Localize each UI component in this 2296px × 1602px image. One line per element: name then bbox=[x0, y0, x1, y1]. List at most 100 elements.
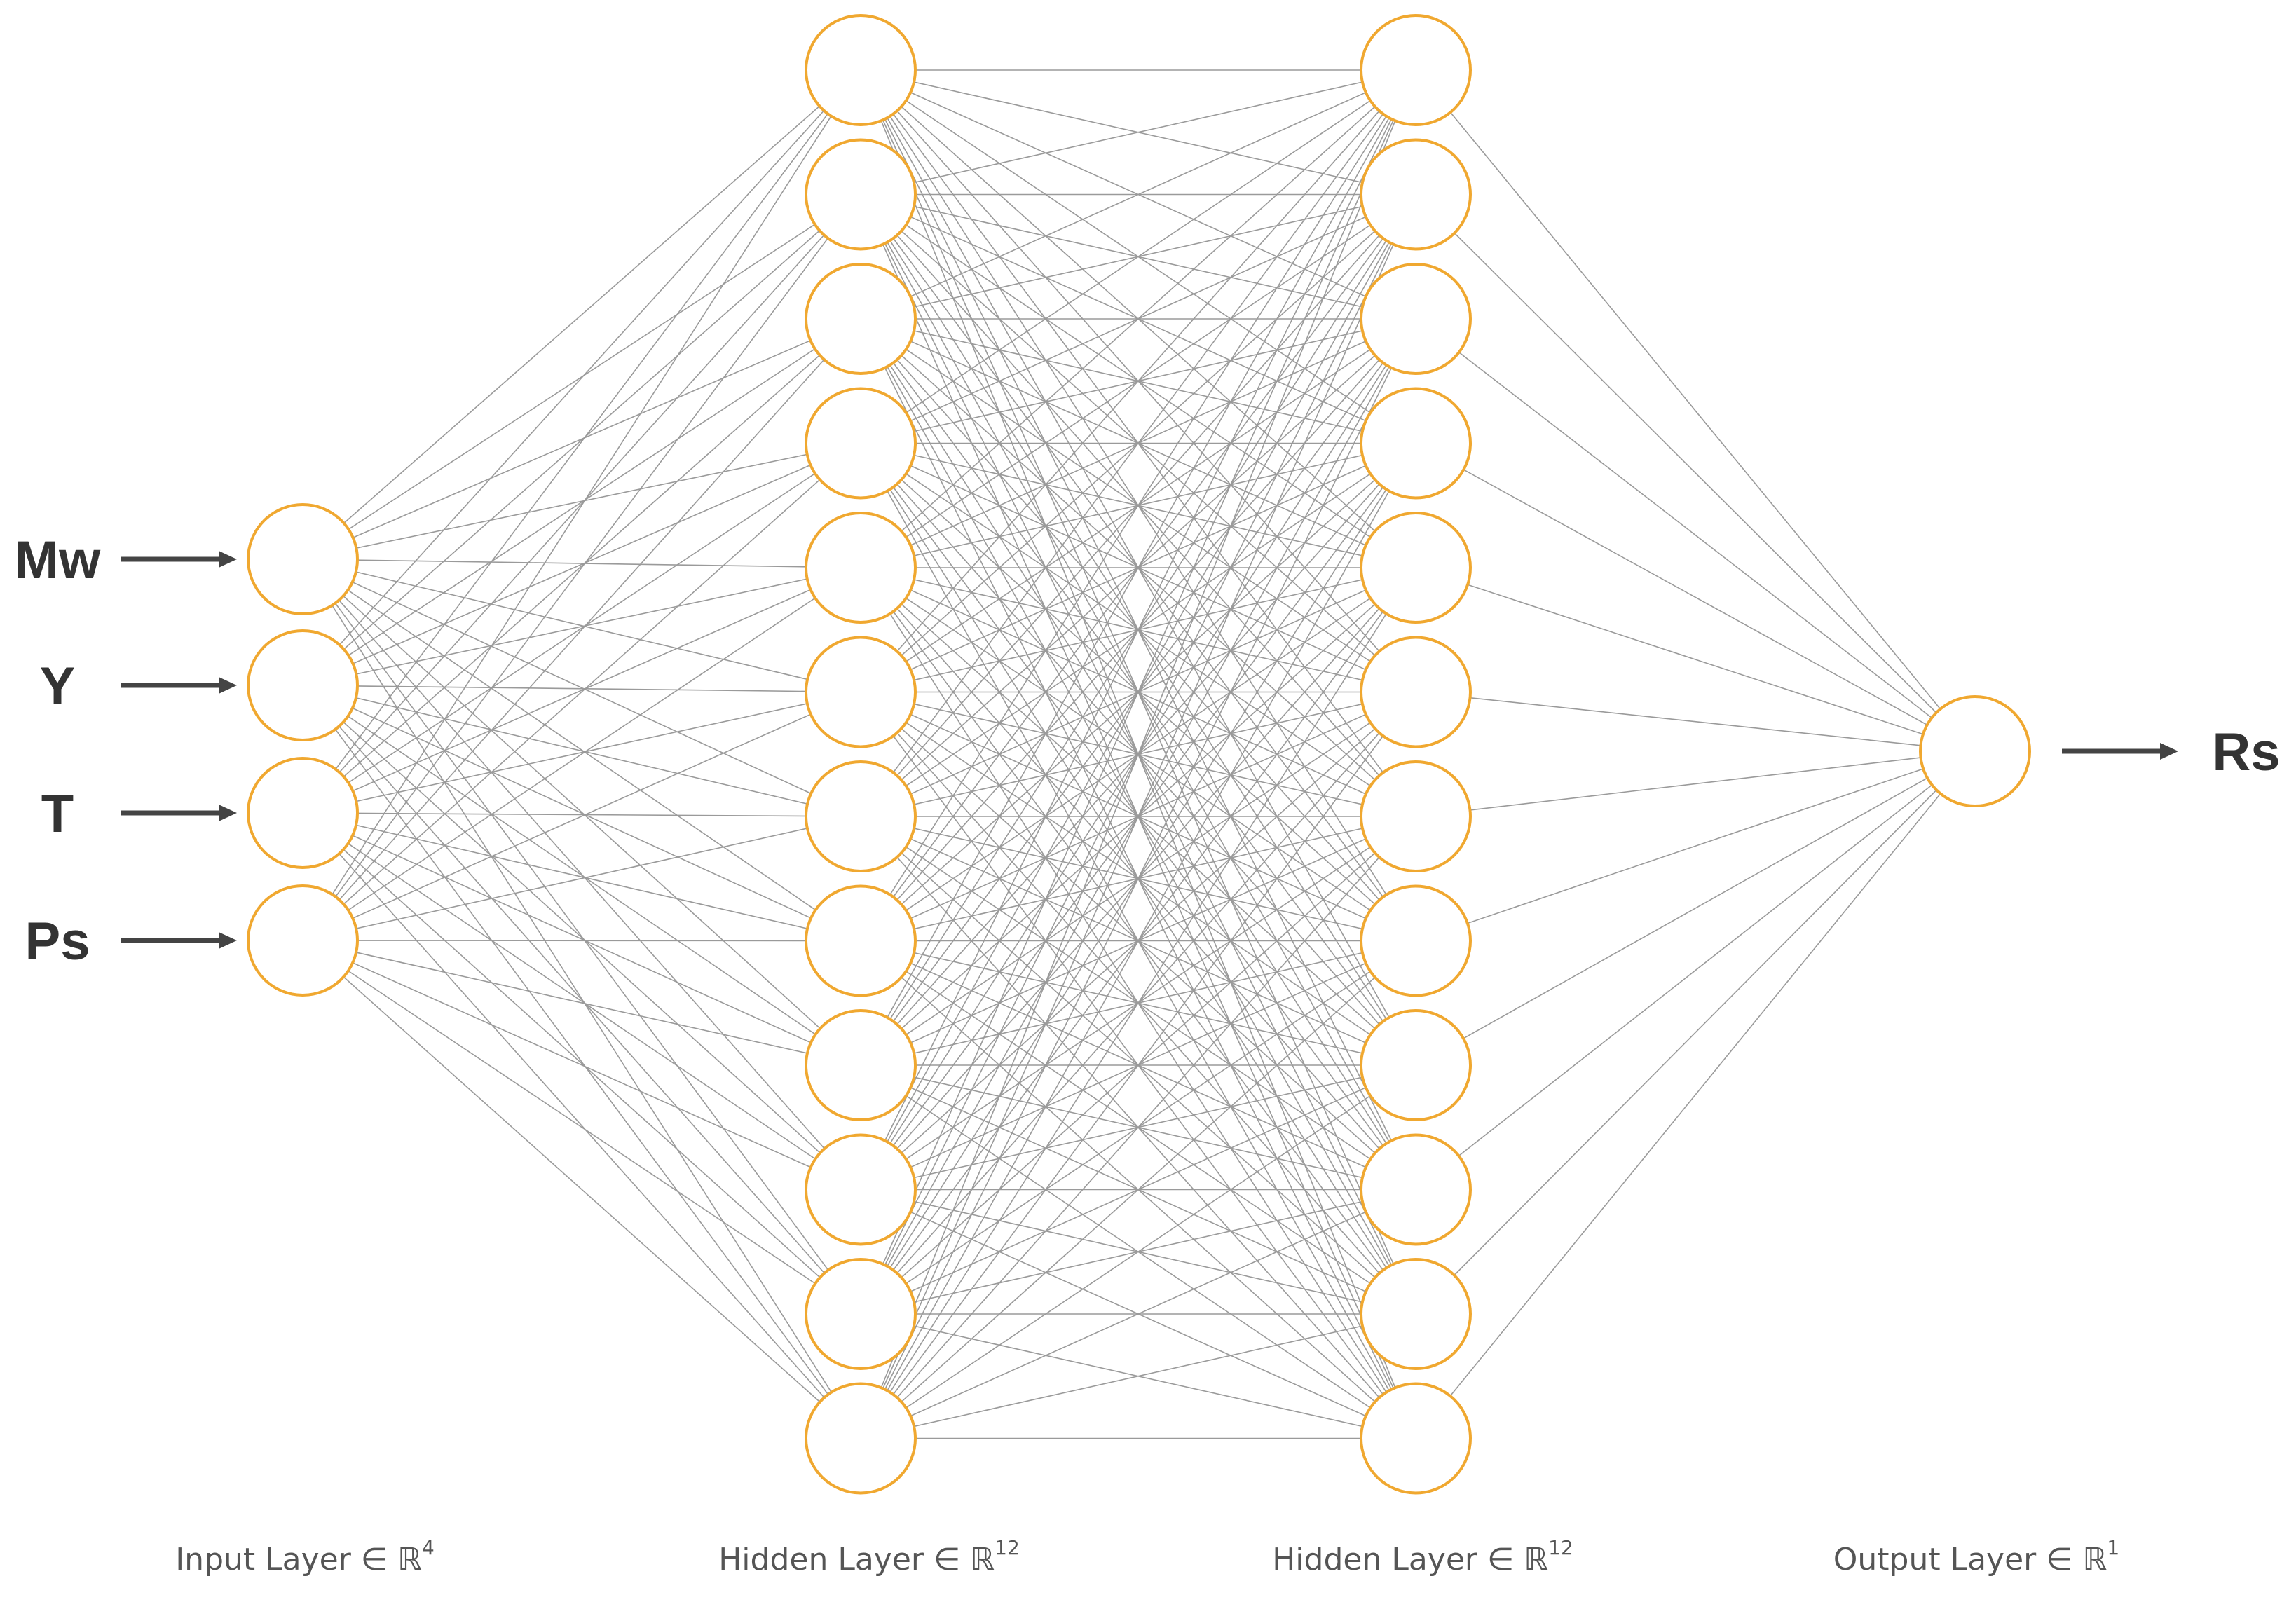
edge-input-2-to-hidden-1-6 bbox=[302, 812, 861, 817]
neuron-hidden-1-10 bbox=[805, 1258, 917, 1370]
edge-hidden-2-3-to-output-0 bbox=[1415, 442, 1976, 752]
input-label-2: T bbox=[41, 784, 74, 844]
output-0-arrowhead bbox=[2160, 743, 2178, 760]
edge-input-1-to-hidden-1-11 bbox=[302, 685, 861, 1439]
neuron-hidden-1-2 bbox=[805, 263, 917, 375]
edge-hidden-1-11-to-hidden-2-9 bbox=[860, 1189, 1416, 1439]
edge-input-1-to-hidden-1-5 bbox=[302, 685, 861, 693]
neuron-hidden-2-4 bbox=[1360, 512, 1472, 624]
neuron-hidden-2-7 bbox=[1360, 884, 1472, 997]
neuron-hidden-2-8 bbox=[1360, 1009, 1472, 1121]
edge-input-3-to-hidden-1-6 bbox=[302, 816, 861, 941]
edge-hidden-2-10-to-output-0 bbox=[1415, 751, 1976, 1315]
edge-input-1-to-hidden-1-0 bbox=[302, 69, 861, 686]
edge-hidden-2-8-to-output-0 bbox=[1415, 751, 1976, 1066]
neuron-input-1 bbox=[247, 629, 359, 741]
edge-hidden-2-7-to-output-0 bbox=[1415, 751, 1976, 942]
edge-hidden-1-11-to-hidden-2-1 bbox=[860, 194, 1416, 1439]
edge-input-2-to-hidden-1-3 bbox=[302, 442, 861, 814]
edge-hidden-2-5-to-output-0 bbox=[1415, 691, 1976, 752]
neuron-hidden-2-0 bbox=[1360, 14, 1472, 126]
edge-input-2-to-hidden-1-0 bbox=[302, 69, 861, 814]
input-label-1: Y bbox=[40, 657, 76, 716]
layer-label-input: Input Layer ∈ ℝ4 bbox=[175, 1536, 435, 1577]
neurons bbox=[247, 14, 2031, 1495]
neuron-input-2 bbox=[247, 757, 359, 869]
layer-label-output: Output Layer ∈ ℝ1 bbox=[1833, 1536, 2119, 1577]
edge-hidden-1-7-to-hidden-2-0 bbox=[860, 69, 1416, 941]
edge-hidden-1-11-to-hidden-2-6 bbox=[860, 816, 1416, 1439]
edge-hidden-1-11-to-hidden-2-3 bbox=[860, 443, 1416, 1439]
edge-hidden-2-4-to-output-0 bbox=[1415, 567, 1976, 752]
input-0-arrowhead bbox=[219, 551, 237, 568]
edge-hidden-2-11-to-output-0 bbox=[1415, 751, 1976, 1439]
edge-hidden-1-11-to-hidden-2-5 bbox=[860, 692, 1416, 1439]
edge-hidden-1-8-to-hidden-2-0 bbox=[860, 69, 1416, 1066]
neuron-hidden-1-11 bbox=[805, 1382, 917, 1495]
neuron-hidden-1-5 bbox=[805, 636, 917, 748]
edge-hidden-1-11-to-hidden-2-8 bbox=[860, 1064, 1416, 1439]
edge-hidden-2-1-to-output-0 bbox=[1415, 193, 1976, 752]
edge-input-0-to-hidden-1-4 bbox=[302, 559, 861, 568]
neuron-hidden-1-3 bbox=[805, 387, 917, 500]
input-2-arrowhead bbox=[219, 805, 237, 821]
edge-input-0-to-hidden-1-11 bbox=[302, 559, 861, 1439]
input-label-0: Mw bbox=[15, 530, 101, 590]
neuron-input-0 bbox=[247, 503, 359, 615]
edge-hidden-2-2-to-output-0 bbox=[1415, 318, 1976, 752]
output-label-0: Rs bbox=[2212, 723, 2280, 782]
edge-hidden-1-1-to-hidden-2-0 bbox=[860, 69, 1416, 196]
edge-input-0-to-hidden-1-1 bbox=[302, 193, 861, 560]
edge-input-0-to-hidden-1-3 bbox=[302, 442, 861, 560]
layer-label-hidden-2: Hidden Layer ∈ ℝ12 bbox=[1272, 1536, 1573, 1577]
edge-input-1-to-hidden-1-8 bbox=[302, 685, 861, 1066]
edge-input-2-to-hidden-1-2 bbox=[302, 318, 861, 814]
edge-input-3-to-hidden-1-11 bbox=[302, 940, 861, 1439]
neuron-output-0 bbox=[1919, 695, 2031, 807]
edge-input-1-to-hidden-1-9 bbox=[302, 685, 861, 1191]
layer-label-hidden-1: Hidden Layer ∈ ℝ12 bbox=[718, 1536, 1020, 1577]
edge-input-1-to-hidden-1-10 bbox=[302, 685, 861, 1315]
neuron-hidden-2-10 bbox=[1360, 1258, 1472, 1370]
edge-hidden-1-11-to-hidden-2-0 bbox=[860, 69, 1416, 1439]
edge-hidden-1-11-to-hidden-2-10 bbox=[860, 1313, 1416, 1439]
connections bbox=[302, 69, 1976, 1439]
edge-hidden-2-0-to-output-0 bbox=[1415, 69, 1976, 752]
neuron-hidden-1-1 bbox=[805, 138, 917, 251]
edge-input-2-to-hidden-1-4 bbox=[302, 567, 861, 814]
edge-input-3-to-hidden-1-8 bbox=[302, 940, 861, 1066]
neuron-hidden-1-0 bbox=[805, 14, 917, 126]
neuron-hidden-2-2 bbox=[1360, 263, 1472, 375]
edge-input-1-to-hidden-1-7 bbox=[302, 685, 861, 942]
edge-input-3-to-hidden-1-7 bbox=[302, 940, 861, 942]
edge-hidden-1-2-to-hidden-2-0 bbox=[860, 69, 1416, 320]
edge-input-3-to-hidden-1-10 bbox=[302, 940, 861, 1315]
neuron-hidden-1-4 bbox=[805, 512, 917, 624]
edge-hidden-1-11-to-hidden-2-2 bbox=[860, 318, 1416, 1439]
edge-input-3-to-hidden-1-5 bbox=[302, 691, 861, 941]
neuron-hidden-1-6 bbox=[805, 760, 917, 872]
input-3-arrowhead bbox=[219, 932, 237, 949]
neuron-hidden-1-7 bbox=[805, 884, 917, 997]
edge-hidden-1-11-to-hidden-2-7 bbox=[860, 940, 1416, 1439]
edge-input-0-to-hidden-1-10 bbox=[302, 559, 861, 1315]
edge-hidden-1-5-to-hidden-2-0 bbox=[860, 69, 1416, 693]
neuron-hidden-2-9 bbox=[1360, 1133, 1472, 1246]
edge-input-0-to-hidden-1-6 bbox=[302, 559, 861, 817]
edge-hidden-1-11-to-hidden-2-4 bbox=[860, 567, 1416, 1439]
edge-input-0-to-hidden-1-5 bbox=[302, 559, 861, 693]
edge-input-2-to-hidden-1-7 bbox=[302, 812, 861, 942]
neuron-hidden-2-6 bbox=[1360, 760, 1472, 872]
neuron-hidden-2-1 bbox=[1360, 138, 1472, 251]
edge-input-2-to-hidden-1-9 bbox=[302, 812, 861, 1191]
edge-hidden-1-3-to-hidden-2-0 bbox=[860, 69, 1416, 444]
edge-input-1-to-hidden-1-2 bbox=[302, 318, 861, 686]
neuron-hidden-2-5 bbox=[1360, 636, 1472, 748]
edge-input-3-to-hidden-1-2 bbox=[302, 318, 861, 941]
edge-hidden-2-9-to-output-0 bbox=[1415, 751, 1976, 1191]
edge-input-3-to-hidden-1-9 bbox=[302, 940, 861, 1191]
edge-input-3-to-hidden-1-4 bbox=[302, 567, 861, 941]
edge-input-2-to-hidden-1-8 bbox=[302, 812, 861, 1066]
edge-input-1-to-hidden-1-1 bbox=[302, 193, 861, 686]
